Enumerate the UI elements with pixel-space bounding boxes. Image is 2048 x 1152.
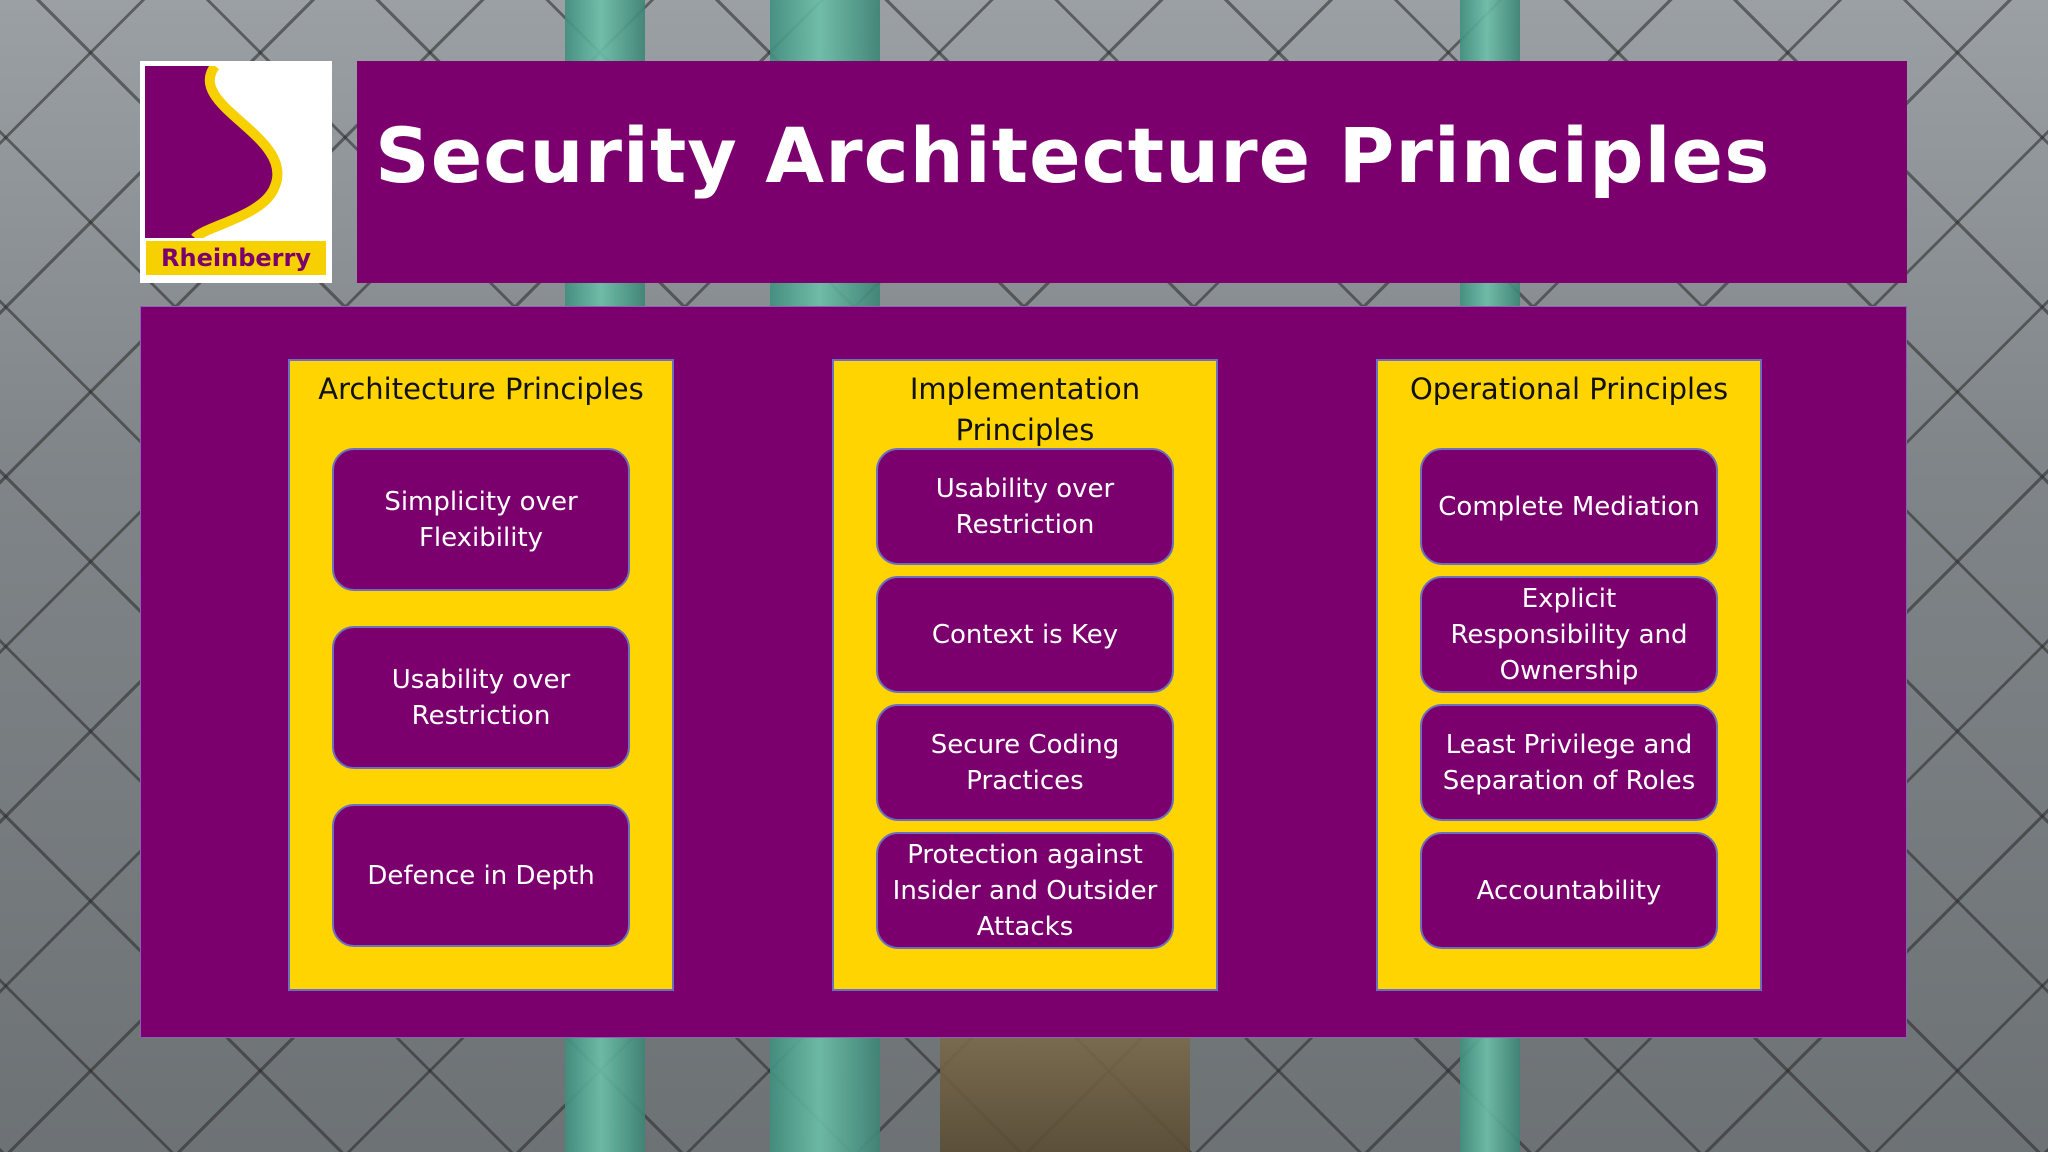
principle-box: Defence in Depth	[332, 804, 630, 947]
principle-box: Complete Mediation	[1420, 448, 1718, 565]
principle-box: Simplicity over Flexibility	[332, 448, 630, 591]
principle-box: Usability over Restriction	[876, 448, 1174, 565]
principle-box: Protection against Insider and Outsider …	[876, 832, 1174, 949]
logo-emblem-icon	[145, 66, 327, 238]
principle-box: Accountability	[1420, 832, 1718, 949]
column-operational-principles: Operational Principles Complete Mediatio…	[1376, 359, 1762, 991]
principle-box: Explicit Responsibility and Ownership	[1420, 576, 1718, 693]
principle-box: Usability over Restriction	[332, 626, 630, 769]
column-title: Implementation Principles	[909, 372, 1141, 447]
rheinberry-logo: Rheinberry	[140, 61, 332, 283]
title-banner: Security Architecture Principles	[357, 61, 1907, 283]
principle-box: Least Privilege and Separation of Roles	[1420, 704, 1718, 821]
column-implementation-principles: Implementation Principles Usability over…	[832, 359, 1218, 991]
principle-box: Secure Coding Practices	[876, 704, 1174, 821]
logo-wordmark: Rheinberry	[146, 241, 326, 275]
column-title: Architecture Principles	[318, 372, 644, 406]
page-title: Security Architecture Principles	[375, 111, 1771, 200]
column-title: Operational Principles	[1409, 372, 1729, 406]
background-plate	[940, 1035, 1190, 1152]
column-architecture-principles: Architecture Principles Simplicity over …	[288, 359, 674, 991]
principles-panel: Architecture Principles Simplicity over …	[140, 306, 1907, 1038]
principle-box: Context is Key	[876, 576, 1174, 693]
